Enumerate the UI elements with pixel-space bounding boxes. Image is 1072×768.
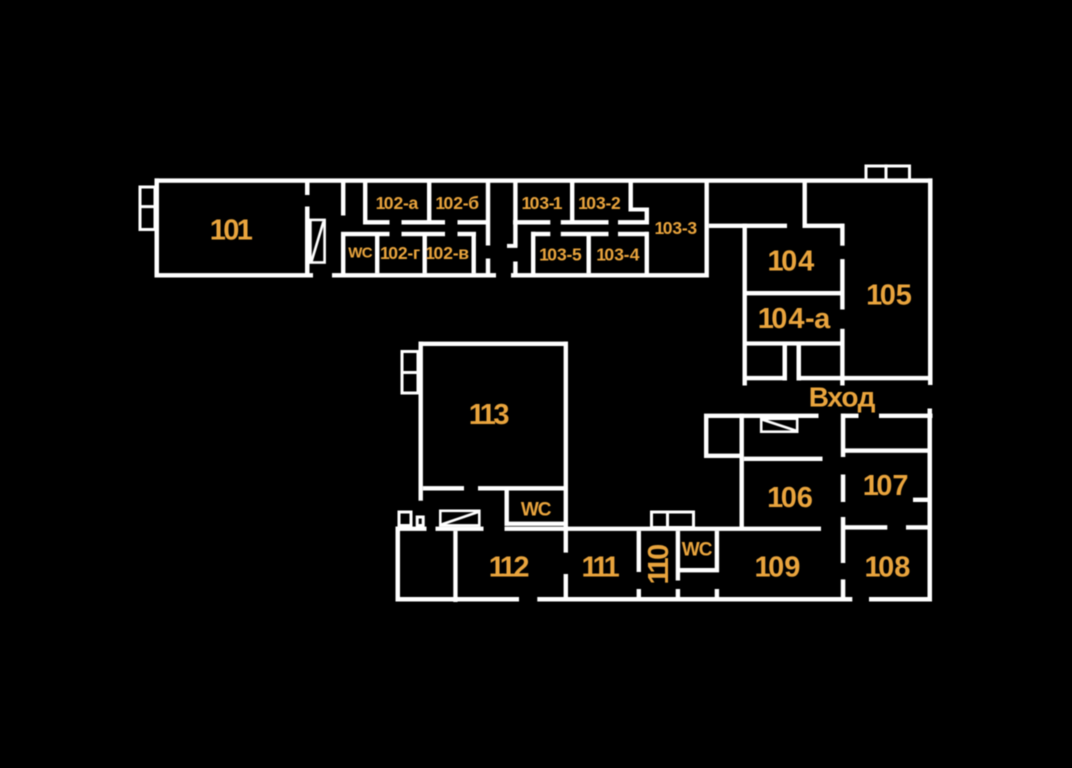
svg-text:103-2: 103-2: [578, 193, 621, 213]
svg-text:WC: WC: [682, 540, 713, 561]
svg-text:103-1: 103-1: [522, 193, 563, 213]
svg-text:108: 108: [865, 552, 911, 584]
svg-text:102-б: 102-б: [435, 193, 479, 213]
svg-text:102-а: 102-а: [376, 193, 419, 213]
svg-text:109: 109: [755, 551, 801, 583]
svg-text:Вход: Вход: [809, 382, 876, 413]
svg-text:WC: WC: [521, 499, 552, 520]
svg-text:103-5: 103-5: [539, 245, 582, 265]
svg-text:110: 110: [643, 544, 675, 585]
svg-text:112: 112: [489, 552, 530, 584]
svg-text:113: 113: [469, 399, 510, 431]
svg-text:103-4: 103-4: [596, 245, 639, 265]
svg-text:102-г: 102-г: [380, 243, 420, 263]
svg-text:104-а: 104-а: [758, 303, 831, 335]
svg-text:103-3: 103-3: [655, 218, 698, 238]
svg-text:WC: WC: [348, 245, 372, 262]
svg-text:107: 107: [863, 470, 909, 502]
svg-text:104: 104: [768, 245, 815, 277]
svg-text:102-в: 102-в: [425, 243, 469, 263]
svg-text:101: 101: [210, 215, 253, 247]
svg-text:111: 111: [582, 552, 620, 584]
svg-text:106: 106: [767, 482, 813, 514]
svg-text:105: 105: [866, 280, 912, 312]
